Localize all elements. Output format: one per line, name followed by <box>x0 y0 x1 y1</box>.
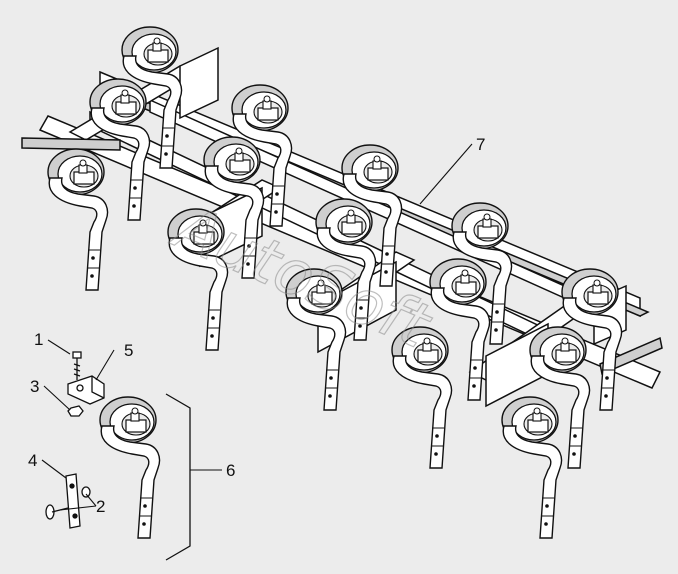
loose-tine <box>99 396 161 539</box>
callout-1: 1 <box>34 330 43 349</box>
callout-6: 6 <box>226 461 235 480</box>
leader-lines <box>41 143 473 511</box>
tine-plate <box>65 473 81 529</box>
nut <box>67 405 84 417</box>
group-bracket-6 <box>165 393 191 561</box>
callout-2: 2 <box>96 497 105 516</box>
bolt-head <box>72 351 82 359</box>
clamp-bracket <box>67 375 105 405</box>
callout-7: 7 <box>476 135 485 154</box>
callout-3: 3 <box>30 377 39 396</box>
exploded-parts <box>45 351 105 529</box>
callout-4: 4 <box>28 451 37 470</box>
side-nut <box>81 486 91 498</box>
callout-5: 5 <box>124 341 133 360</box>
